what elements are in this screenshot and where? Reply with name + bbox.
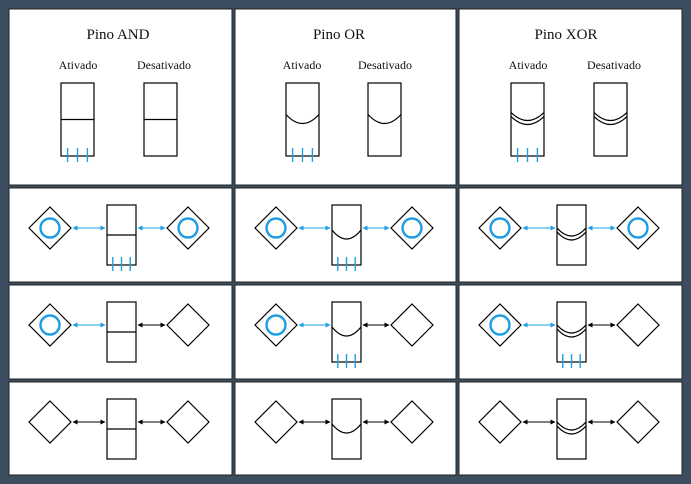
pin-active-ticks (337, 354, 356, 368)
example-cell-r3-c2 (234, 381, 457, 476)
pin-activated-and (60, 82, 95, 162)
example-grid (8, 187, 683, 476)
left-input-diamond (28, 400, 72, 444)
label-deactivated-and: Desativado (137, 58, 191, 72)
left-input-diamond (478, 303, 522, 347)
pin-active-ticks (562, 354, 581, 368)
right-input-diamond (616, 206, 660, 250)
label-activated-or: Ativado (283, 58, 322, 72)
pin-deactivated-xor (593, 82, 628, 157)
example-pin (556, 204, 587, 266)
active-circle-icon (489, 217, 511, 239)
example-cell-r3-c1 (8, 381, 233, 476)
pin-deactivated-or (367, 82, 402, 157)
right-input-diamond (616, 400, 660, 444)
example-pin (106, 398, 137, 460)
active-circle-icon (627, 217, 649, 239)
right-input-diamond (390, 400, 434, 444)
right-input-diamond (390, 303, 434, 347)
active-circle-icon (265, 314, 287, 336)
example-cell-r1-c1 (8, 187, 233, 283)
left-input-diamond (254, 206, 298, 250)
label-deactivated-xor: Desativado (587, 58, 641, 72)
pin-activated-or (285, 82, 320, 162)
example-cell-r2-c1 (8, 284, 233, 380)
left-input-diamond (478, 206, 522, 250)
header-title-or: Pino OR (313, 27, 365, 43)
pin-shape (60, 82, 95, 162)
header-panel-and: Pino AND Ativado Desativado (8, 8, 233, 186)
example-cell-r2-c3 (458, 284, 683, 380)
label-activated-and: Ativado (59, 58, 98, 72)
left-input-diamond (478, 400, 522, 444)
pin-shape (510, 82, 545, 162)
pin-shape (593, 82, 628, 157)
example-pin (331, 204, 362, 271)
active-circle-icon (39, 314, 61, 336)
example-pin (556, 398, 587, 460)
pin-shape (143, 82, 178, 157)
pin-active-ticks (291, 148, 314, 162)
active-circle-icon (265, 217, 287, 239)
left-input-diamond (28, 206, 72, 250)
pin-active-ticks (337, 257, 356, 271)
active-circle-icon (177, 217, 199, 239)
pin-active-ticks (516, 148, 539, 162)
left-input-diamond (254, 400, 298, 444)
example-pin (106, 204, 137, 271)
active-circle-icon (401, 217, 423, 239)
example-pin (331, 301, 362, 368)
active-circle-icon (489, 314, 511, 336)
header-panel-or: Pino OR Ativado Desativado (234, 8, 457, 186)
example-cell-r2-c2 (234, 284, 457, 380)
example-pin (106, 301, 137, 363)
example-cell-r1-c2 (234, 187, 457, 283)
pin-active-ticks (112, 257, 131, 271)
active-circle-icon (39, 217, 61, 239)
example-pin (331, 398, 362, 460)
right-input-diamond (166, 303, 210, 347)
pin-activated-xor (510, 82, 545, 162)
header-panel-xor: Pino XOR Ativado Desativado (458, 8, 683, 186)
example-cell-r1-c3 (458, 187, 683, 283)
left-input-diamond (28, 303, 72, 347)
example-pin (556, 301, 587, 368)
label-activated-xor: Ativado (509, 58, 548, 72)
header-title-and: Pino AND (87, 27, 150, 43)
right-input-diamond (390, 206, 434, 250)
pin-active-ticks (66, 148, 89, 162)
right-input-diamond (166, 206, 210, 250)
example-cell-r3-c3 (458, 381, 683, 476)
pin-deactivated-and (143, 82, 178, 157)
header-title-xor: Pino XOR (535, 27, 598, 43)
right-input-diamond (616, 303, 660, 347)
left-input-diamond (254, 303, 298, 347)
pin-shape (367, 82, 402, 157)
right-input-diamond (166, 400, 210, 444)
pin-shape (285, 82, 320, 162)
label-deactivated-or: Desativado (358, 58, 412, 72)
